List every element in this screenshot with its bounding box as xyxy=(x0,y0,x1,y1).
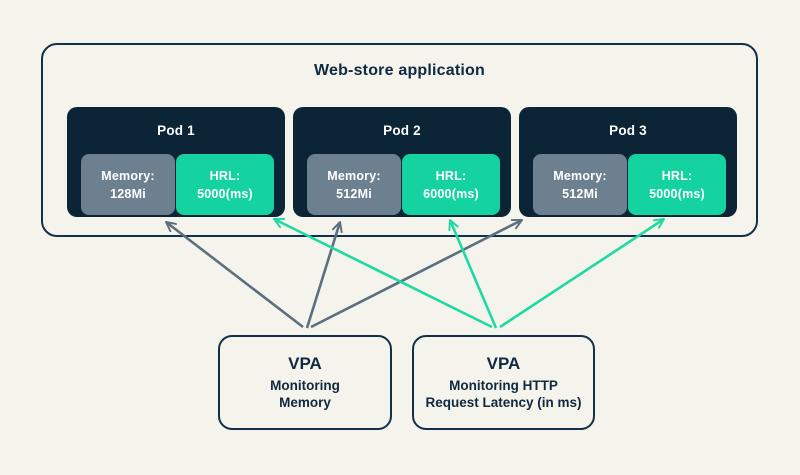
pod-2-hrl-block: HRL: 6000(ms) xyxy=(402,154,500,215)
pod-3-hrl-label: HRL: xyxy=(661,168,693,183)
pod-3-blocks: Memory: 512Mi HRL: 5000(ms) xyxy=(533,154,726,215)
pod-2-memory-value: 512Mi xyxy=(336,186,372,201)
pod-1-hrl-block: HRL: 5000(ms) xyxy=(176,154,274,215)
pod-1-hrl-value: 5000(ms) xyxy=(197,186,253,201)
app-title: Web-store application xyxy=(313,62,486,79)
vpa-memory-title: VPA xyxy=(288,354,322,373)
pod-3: Pod 3 Memory: 512Mi HRL: 5000(ms) xyxy=(519,107,737,217)
pod-1-blocks: Memory: 128Mi HRL: 5000(ms) xyxy=(81,154,274,215)
pod-1-memory-value: 128Mi xyxy=(110,186,146,201)
pod-3-hrl-value: 5000(ms) xyxy=(649,186,705,201)
pod-3-memory-label: Memory: xyxy=(553,168,607,183)
vpa-memory-line-1: Monitoring xyxy=(270,378,340,393)
pod-1-memory-block: Memory: 128Mi xyxy=(81,154,175,215)
vpa-hrl-line-1: Monitoring HTTP xyxy=(449,378,558,393)
pod-2-hrl-label: HRL: xyxy=(435,168,467,183)
vpa-hrl-title: VPA xyxy=(486,354,521,373)
pod-2-memory-block: Memory: 512Mi xyxy=(307,154,401,215)
pod-3-memory-block: Memory: 512Mi xyxy=(533,154,627,215)
vpa-monitoring-hrl-box: VPA Monitoring HTTP Request Latency (in … xyxy=(412,335,595,430)
pod-2-label: Pod 2 xyxy=(383,123,421,138)
pod-2-blocks: Memory: 512Mi HRL: 6000(ms) xyxy=(307,154,500,215)
pod-1: Pod 1 Memory: 128Mi HRL: 5000(ms) xyxy=(67,107,285,217)
vpa-memory-line-2: Memory xyxy=(279,395,331,410)
pod-1-memory-label: Memory: xyxy=(101,168,155,183)
vpa-monitoring-memory-box: VPA Monitoring Memory xyxy=(218,335,392,430)
arrow-vpa-memory-to-pod-1 xyxy=(165,220,304,329)
pod-3-memory-value: 512Mi xyxy=(562,186,598,201)
web-store-application-container: Web-store application Pod 1 Memory: 128M… xyxy=(41,43,758,237)
vpa-hrl-line-2: Request Latency (in ms) xyxy=(425,395,582,410)
pod-3-label: Pod 3 xyxy=(609,123,647,138)
pod-2-hrl-value: 6000(ms) xyxy=(423,186,479,201)
pod-3-hrl-block: HRL: 5000(ms) xyxy=(628,154,726,215)
pod-2-memory-label: Memory: xyxy=(327,168,381,183)
pod-2: Pod 2 Memory: 512Mi HRL: 6000(ms) xyxy=(293,107,511,217)
pod-1-label: Pod 1 xyxy=(157,123,195,138)
pod-1-hrl-label: HRL: xyxy=(209,168,241,183)
arrow-vpa-memory-to-pod-2 xyxy=(305,221,343,329)
